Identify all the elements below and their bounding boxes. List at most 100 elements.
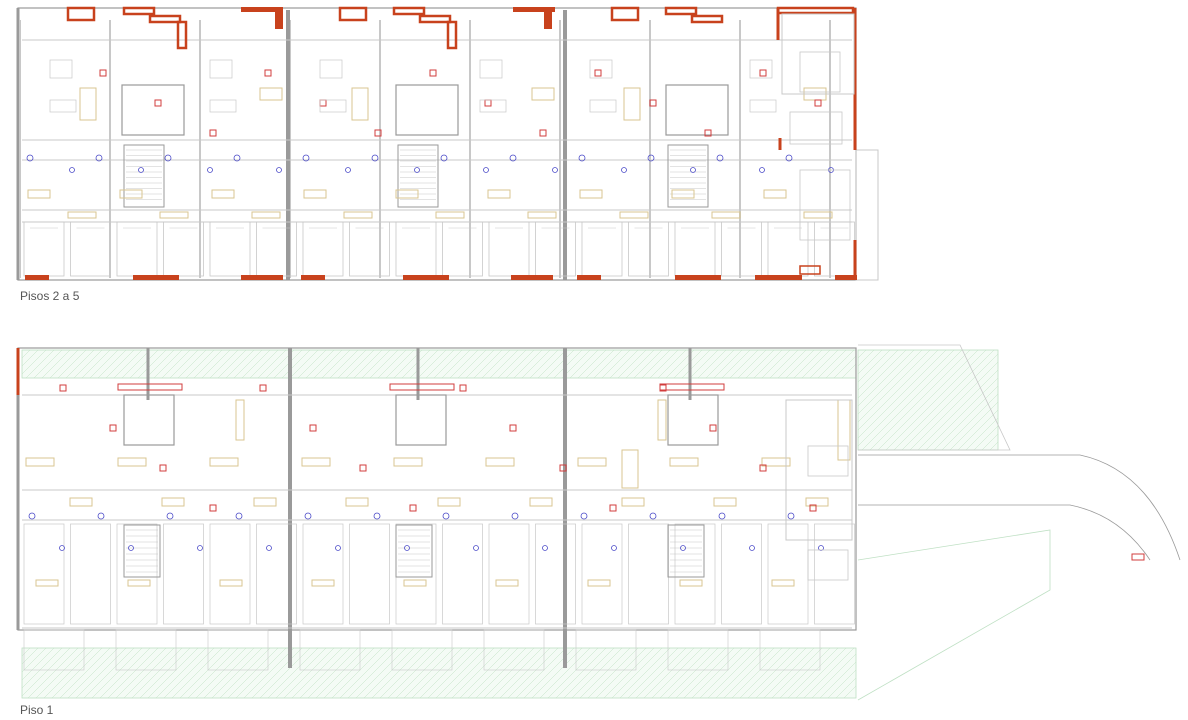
landscape-hatch xyxy=(585,349,615,379)
landscape-hatch xyxy=(21,349,39,367)
stair-core xyxy=(667,144,709,208)
landscape-hatch xyxy=(635,647,687,699)
landscape-hatch xyxy=(981,433,999,451)
room xyxy=(488,523,530,625)
landscape-hatch xyxy=(515,647,567,699)
mep-shaft xyxy=(459,384,467,392)
landscape-hatch xyxy=(833,355,857,379)
wardrobe xyxy=(529,497,553,507)
wardrobe xyxy=(35,579,59,587)
landscape-hatch xyxy=(795,647,847,699)
landscape-hatch xyxy=(257,349,287,379)
sink-fixture xyxy=(404,545,410,551)
mep-shaft xyxy=(159,464,167,472)
kitchen-counter xyxy=(25,457,55,467)
landscape-hatch xyxy=(811,653,857,699)
mep-duct xyxy=(117,383,183,391)
landscape-hatch xyxy=(89,349,119,379)
landscape-hatch xyxy=(745,349,775,379)
mep-shaft xyxy=(409,504,417,512)
landscape-hatch xyxy=(857,349,899,391)
landscape-hatch xyxy=(755,647,807,699)
landscape-hatch xyxy=(57,349,87,379)
room xyxy=(721,523,762,625)
wardrobe xyxy=(437,497,461,507)
ground-floor-plan xyxy=(16,344,1181,701)
landscape-hatch xyxy=(857,349,907,399)
landscape-hatch xyxy=(651,647,703,699)
landscape-hatch xyxy=(299,647,351,699)
landscape-hatch xyxy=(169,349,199,379)
wardrobe xyxy=(159,211,189,219)
mep-shaft xyxy=(259,384,267,392)
landscape-hatch xyxy=(83,647,135,699)
landscape-hatch xyxy=(737,349,767,379)
sink-fixture xyxy=(818,545,824,551)
landscape-hatch xyxy=(275,647,327,699)
access-ramp xyxy=(858,504,1151,561)
dining-table xyxy=(589,59,613,79)
landscape-hatch xyxy=(449,349,479,379)
landscape-hatch xyxy=(857,349,931,423)
landscape-hatch xyxy=(547,647,599,699)
landscape-hatch xyxy=(869,349,971,451)
landscape-hatch xyxy=(611,647,663,699)
landscape-hatch xyxy=(289,349,319,379)
ground-floor-title: Piso 1 xyxy=(20,703,54,717)
landscape-hatch xyxy=(649,349,679,379)
landscape-hatch xyxy=(569,349,599,379)
wardrobe xyxy=(251,211,281,219)
landscape-hatch xyxy=(337,349,367,379)
landscape-hatch xyxy=(395,647,447,699)
end-unit-bath xyxy=(807,549,849,581)
landscape-hatch xyxy=(817,349,847,379)
landscape-hatch xyxy=(129,349,159,379)
landscape-hatch xyxy=(107,647,159,699)
wardrobe xyxy=(67,211,97,219)
wardrobe xyxy=(435,211,465,219)
landscape-hatch xyxy=(753,349,783,379)
sink-fixture xyxy=(207,167,213,173)
facade-accent xyxy=(799,265,821,275)
landscape-hatch xyxy=(809,349,839,379)
mep-shaft xyxy=(309,424,317,432)
kitchen-counter xyxy=(117,457,147,467)
landscape-hatch xyxy=(177,349,207,379)
wardrobe xyxy=(211,189,235,199)
landscape-hatch xyxy=(331,647,383,699)
facade-accent xyxy=(301,275,325,280)
landscape-hatch xyxy=(137,349,167,379)
mep-duct xyxy=(389,383,455,391)
sink-fixture xyxy=(690,167,696,173)
sink-fixture xyxy=(483,167,489,173)
landscape-hatch xyxy=(25,349,55,379)
landscape-hatch xyxy=(877,349,979,451)
landscape-hatch xyxy=(121,349,151,379)
landscape-hatch xyxy=(619,647,671,699)
landscape-hatch xyxy=(313,349,343,379)
bedroom xyxy=(442,221,483,277)
landscape-hatch xyxy=(587,647,639,699)
wardrobe xyxy=(253,497,277,507)
landscape-hatch xyxy=(949,401,999,451)
landscape-hatch xyxy=(371,647,423,699)
landscape-hatch xyxy=(803,647,855,699)
toilet-fixture xyxy=(302,154,310,162)
landscape-hatch xyxy=(123,647,175,699)
mep-shaft xyxy=(109,424,117,432)
landscape-hatch xyxy=(843,685,857,699)
kitchen-counter xyxy=(209,457,239,467)
landscape-hatch xyxy=(21,647,55,681)
landscape-hatch xyxy=(531,647,583,699)
landscape-hatch xyxy=(251,647,303,699)
landscape-hatch xyxy=(163,647,215,699)
room xyxy=(395,523,437,625)
mep-shaft xyxy=(509,424,517,432)
sink-fixture xyxy=(335,545,341,551)
landscape-hatch xyxy=(297,349,327,379)
landscape-hatch xyxy=(387,647,439,699)
room xyxy=(256,523,297,625)
sink-fixture xyxy=(59,545,65,551)
landscape-hatch xyxy=(857,349,875,367)
facade-accent xyxy=(66,6,96,22)
